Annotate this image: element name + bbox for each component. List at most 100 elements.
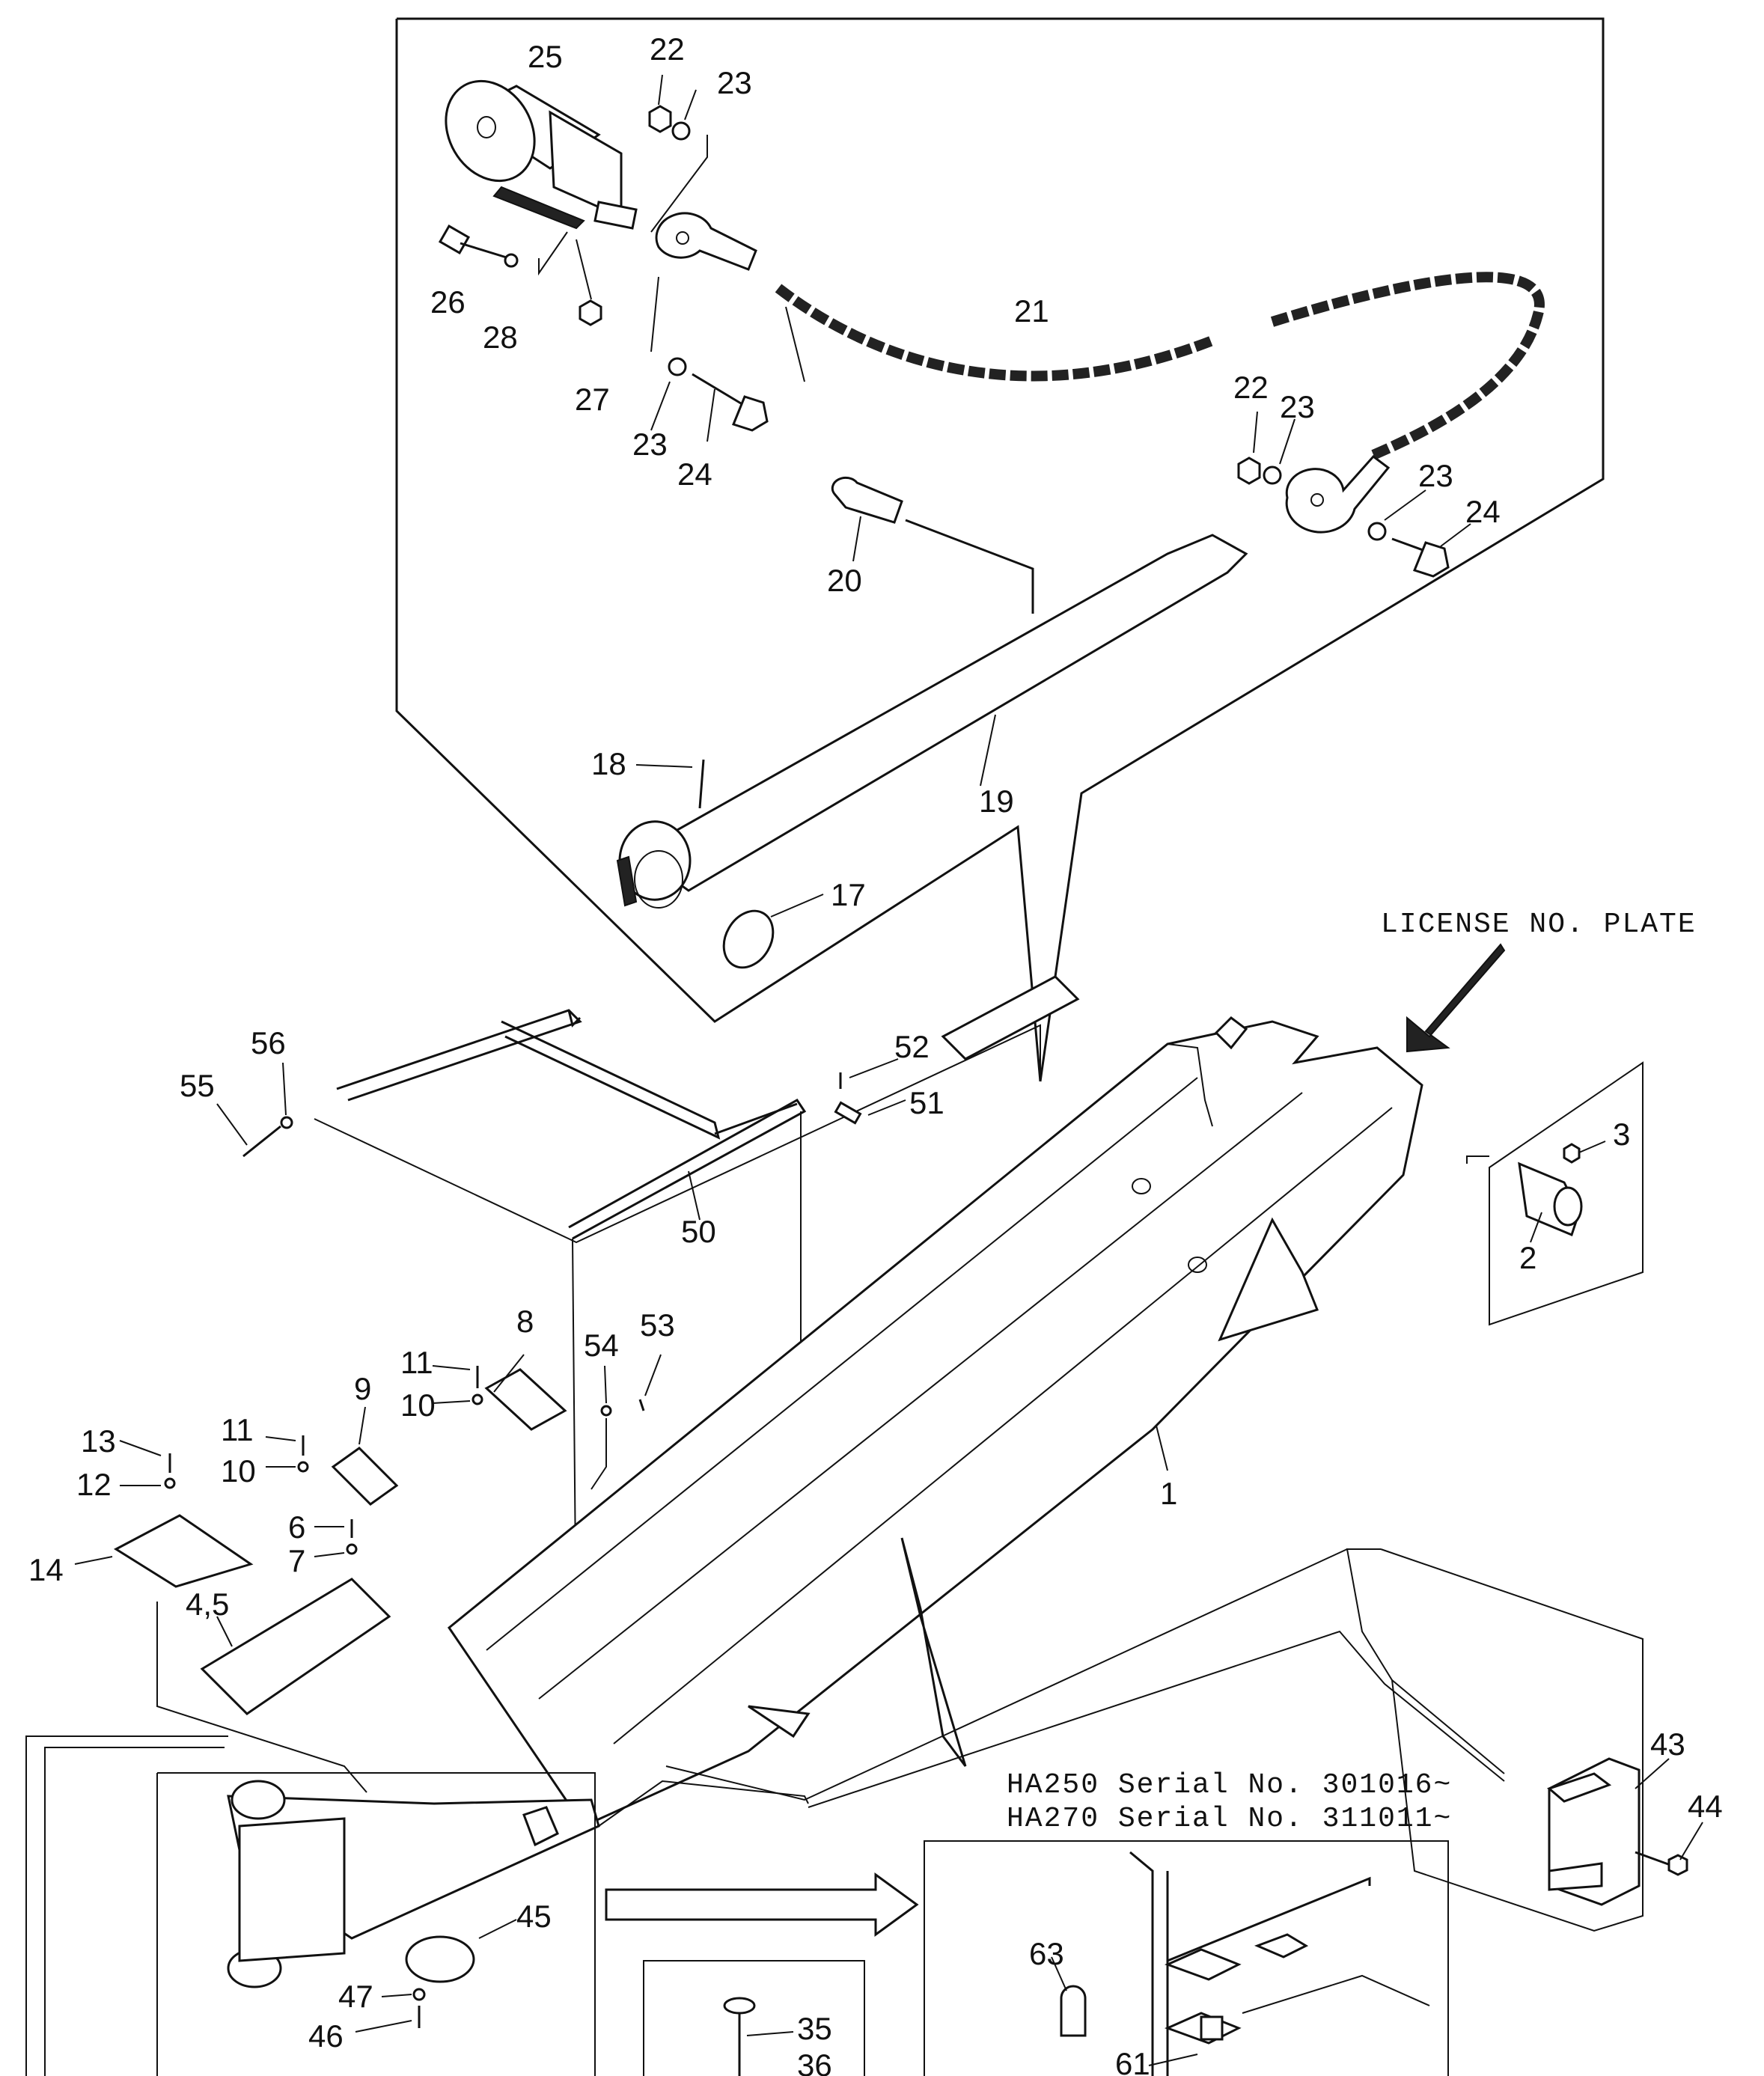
callout-22-a: 22: [650, 31, 685, 67]
callout-51: 51: [909, 1085, 944, 1120]
callout-61: 61: [1115, 2046, 1150, 2076]
leader-22b: [1253, 411, 1258, 454]
leader-26-28: [538, 231, 568, 276]
leader-cable-bolt: [650, 276, 659, 352]
bolt-24-right: [1391, 537, 1450, 578]
bracket-43: [1547, 1757, 1641, 1906]
washer-23-left: [668, 357, 687, 376]
nut-22-upper: [648, 105, 672, 133]
callout-13: 13: [81, 1423, 116, 1459]
callout-36: 36: [797, 2048, 832, 2076]
pin-group-outline: [1489, 1061, 1644, 1326]
callout-21: 21: [1014, 293, 1049, 329]
callout-63: 63: [1029, 1936, 1064, 1971]
detail-box-35-36: [643, 1960, 865, 2076]
callout-23-b: 23: [1280, 389, 1315, 424]
callout-10-b: 10: [221, 1453, 256, 1489]
callout-11-a: 11: [400, 1345, 433, 1380]
leader-47: [381, 1994, 412, 1997]
license-plate-label: LICENSE NO. PLATE: [1381, 909, 1697, 941]
callout-23-c: 23: [632, 427, 668, 462]
leader-24b: [1440, 523, 1471, 547]
callout-43: 43: [1650, 1727, 1685, 1762]
callout-6: 6: [288, 1509, 305, 1545]
bracket-9: [331, 1447, 399, 1506]
base-detail-frame: [157, 1772, 596, 2076]
callout-24-b: 24: [1465, 494, 1501, 529]
leader-51: [867, 1099, 906, 1116]
washer-10-upper: [471, 1393, 483, 1405]
callout-14: 14: [28, 1552, 64, 1587]
leader-4-5: [216, 1616, 233, 1647]
callout-22-b: 22: [1233, 370, 1269, 405]
nut-27: [579, 299, 602, 326]
leader-45: [478, 1919, 517, 1939]
snap-ring-17: [722, 909, 775, 969]
motor-25: [445, 79, 638, 230]
link-line-a: [598, 1780, 809, 1827]
callout-9: 9: [354, 1371, 371, 1406]
callout-50: 50: [681, 1214, 716, 1249]
washer-10-lower: [297, 1461, 309, 1473]
bolt-24-left: [692, 373, 769, 432]
serial-note-ha270: HA270 Serial No. 311011~: [1007, 1803, 1452, 1835]
cable-21: [655, 212, 1545, 534]
callout-35: 35: [797, 2011, 832, 2046]
leader-1: [1156, 1425, 1168, 1471]
washer-28: [504, 253, 519, 268]
washer-7: [346, 1543, 358, 1555]
leader-13: [119, 1440, 162, 1456]
leader-8: [493, 1354, 525, 1393]
leader-23a: [684, 89, 697, 120]
boom-1: [447, 975, 1423, 1828]
leader-19: [980, 714, 996, 787]
callout-44: 44: [1688, 1789, 1723, 1824]
cover-14: [113, 1514, 254, 1588]
washer-23-upper: [671, 121, 691, 141]
left-return-line-outer: [25, 1735, 228, 2076]
leader-20: [852, 516, 861, 562]
pin-51: [834, 1101, 862, 1125]
upper-group-outline: [397, 17, 1605, 1082]
leader-2: [1530, 1212, 1542, 1243]
leader-3: [1578, 1141, 1606, 1153]
nut-3: [1563, 1143, 1581, 1164]
callout-25: 25: [528, 39, 563, 74]
callout-1: 1: [1160, 1476, 1177, 1511]
callout-24-a: 24: [677, 457, 712, 492]
leader-54: [604, 1365, 607, 1404]
callout-17: 17: [831, 877, 866, 912]
callout-18: 18: [591, 746, 626, 781]
callout-56: 56: [251, 1025, 286, 1060]
pin-2: [1518, 1161, 1583, 1237]
callout-12: 12: [76, 1467, 112, 1502]
leader-44: [1679, 1822, 1703, 1860]
callout-10-a: 10: [400, 1387, 436, 1423]
boom-base: [227, 1780, 600, 1988]
leader-53: [644, 1354, 662, 1396]
leader-pin-arrow: [1466, 1155, 1489, 1164]
callout-53: 53: [640, 1307, 675, 1343]
washer-56: [280, 1116, 293, 1129]
detail-arrow-icon: [605, 1872, 919, 1937]
leader-23b: [1279, 418, 1295, 465]
washer-23-far: [1367, 522, 1387, 541]
link-line-b: [665, 1548, 1348, 1801]
callout-20: 20: [827, 563, 862, 598]
callout-2: 2: [1519, 1240, 1536, 1275]
callout-23-a: 23: [717, 65, 752, 100]
washer-23-right: [1263, 465, 1282, 485]
washer-12: [164, 1477, 176, 1489]
callout-28: 28: [483, 320, 518, 355]
callout-4-5: 4,5: [186, 1587, 229, 1622]
washer-54: [600, 1405, 612, 1417]
callout-54: 54: [584, 1328, 619, 1363]
leader-22a: [658, 74, 663, 106]
leader-14: [74, 1556, 113, 1565]
leader-46: [355, 2020, 412, 2033]
callout-19: 19: [979, 784, 1014, 819]
leader-56: [282, 1062, 287, 1116]
detail-serial-content: [1051, 1851, 1430, 2076]
